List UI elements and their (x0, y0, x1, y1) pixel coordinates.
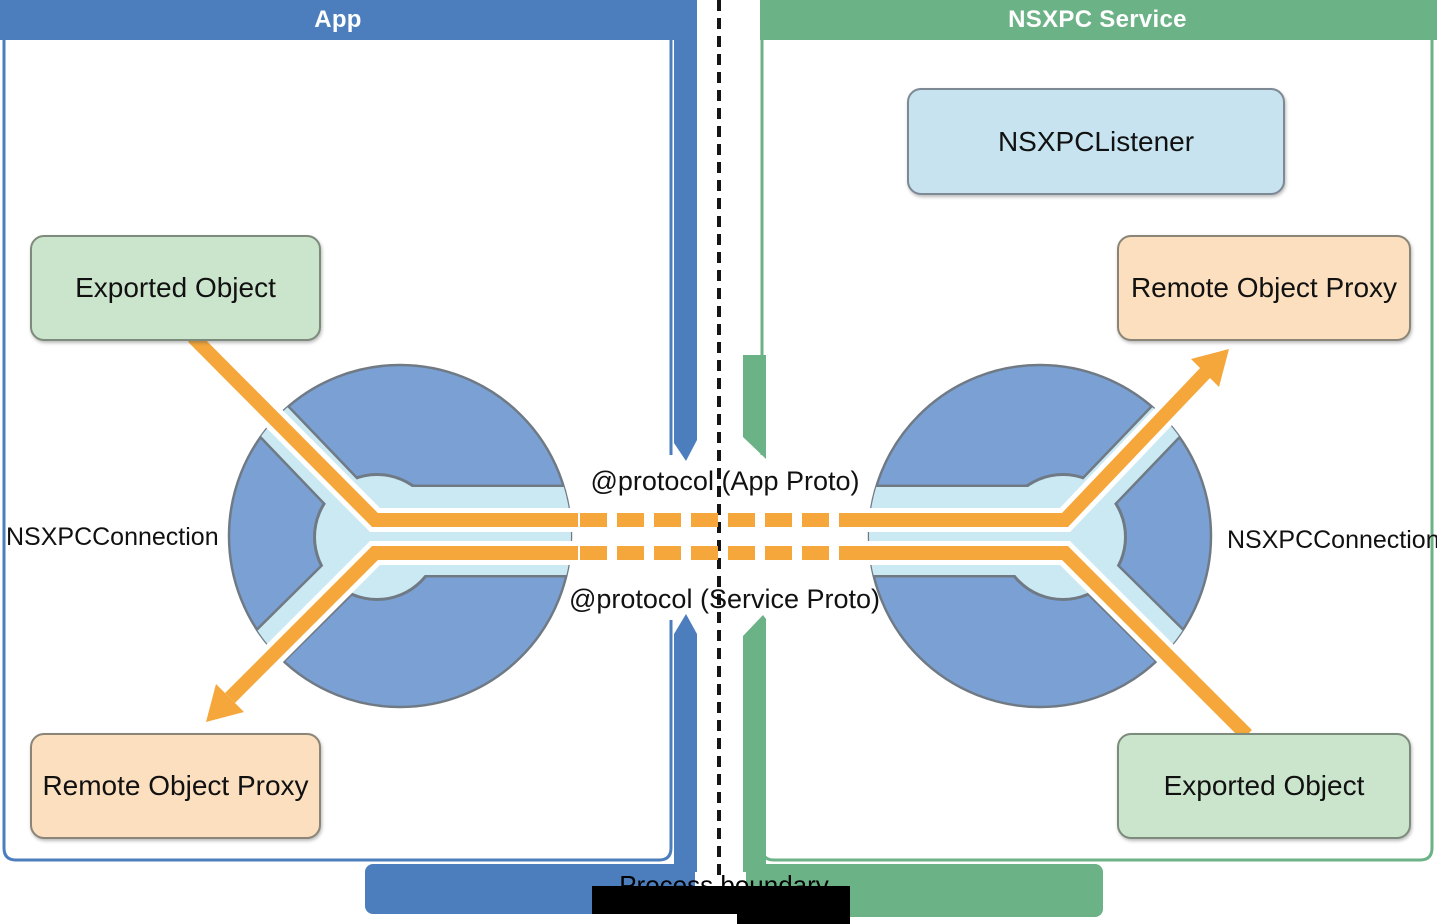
arrowhead-to-service-proxy (1191, 349, 1229, 387)
app-exported-object-box: Exported Object (30, 235, 321, 341)
app-exported-object-label: Exported Object (75, 272, 276, 303)
arrowhead-to-app-proxy (206, 684, 244, 722)
protocol-app-proto-label: @protocol (App Proto) (590, 466, 860, 496)
nsxpc-listener-box: NSXPCListener (907, 88, 1285, 195)
boundary-label-clip-block (592, 886, 850, 914)
service-border-gap (756, 455, 768, 620)
app-band-lower (674, 614, 697, 872)
protocol-service-proto-label: @protocol (Service Proto) (568, 584, 880, 614)
app-remote-object-proxy-label: Remote Object Proxy (42, 770, 309, 801)
app-header-bar (0, 0, 697, 40)
service-panel-title: NSXPC Service (1008, 6, 1187, 33)
line-app-exported-to-connection (188, 332, 578, 527)
app-band-upper (674, 38, 697, 461)
line-connection-to-service-proxy (862, 367, 1212, 527)
service-exported-object-label: Exported Object (1163, 770, 1365, 801)
service-band-upper (743, 355, 766, 459)
nsxpc-connection-left-label: NSXPCConnection (6, 523, 219, 551)
nsxpc-listener-label: NSXPCListener (997, 125, 1195, 157)
nsxpc-connection-right-label: NSXPCConnection (1227, 526, 1437, 554)
message-lines (188, 332, 1252, 740)
line-service-exported-to-connection (862, 546, 1252, 740)
line-connection-to-app-proxy (225, 546, 578, 703)
app-remote-object-proxy-box: Remote Object Proxy (30, 733, 321, 839)
service-remote-object-proxy-label: Remote Object Proxy (1130, 272, 1398, 303)
service-remote-object-proxy-box: Remote Object Proxy (1117, 235, 1411, 341)
service-header-bar (760, 0, 1437, 40)
app-panel-title: App (314, 6, 362, 33)
boundary-label-clip-block-lower (737, 913, 850, 924)
service-band-lower (743, 615, 766, 872)
app-border-gap (664, 455, 676, 620)
service-exported-object-box: Exported Object (1117, 733, 1411, 839)
